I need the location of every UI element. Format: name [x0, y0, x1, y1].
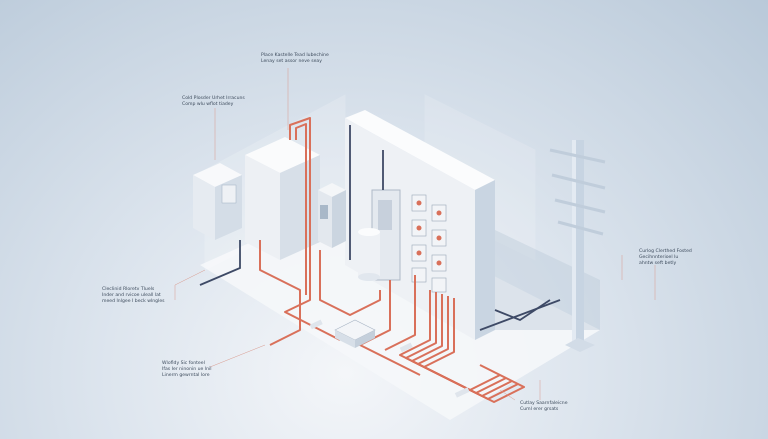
leader-lines [174, 68, 656, 401]
callout-text: Comp wlu wflot tiadey [182, 102, 234, 107]
callout-title: Cutlay Saarnfaleicne [520, 401, 568, 406]
callout-text: ahntw seft betly [639, 261, 677, 266]
callout-text: Ifas Ier ninonin ue lnil [162, 367, 212, 372]
callout-text: Cuml erer grsats [520, 407, 559, 412]
connector [454, 387, 470, 398]
callout-label: Cleclinid Rloretv Tluels Inder and rvico… [102, 287, 165, 305]
callout-text: meed lnlgee I beck wlngles [102, 299, 165, 304]
callout-title: Place Kastelle Tead Iubechine [261, 53, 329, 58]
callout-label: Curlog Clerthed Fosted Gecihnnterioel lu… [639, 249, 692, 267]
junction-box [334, 319, 376, 348]
callout-title: Wlofldy Sic fonteel [162, 361, 205, 366]
back-wall [345, 110, 495, 190]
control-panel [318, 183, 346, 248]
connector [309, 319, 323, 330]
callout-label: Cutlay Saarnfaleicne Cuml erer grsats [520, 401, 568, 413]
dark-wires [199, 125, 561, 331]
callout-label: Place Kastelle Tead Iubechine Lenay set … [261, 53, 329, 65]
callout-text: Inder and rvicoe uleall lat [102, 293, 161, 298]
callout-title: Cold Plosder Urhet Irracuns [182, 96, 245, 101]
callout-label: Wlofldy Sic fonteel Ifas Ier ninonin ue … [162, 361, 212, 379]
callout-title: Cleclinid Rloretv Tluels [102, 287, 155, 292]
callout-label: Cold Plosder Urhet Irracuns Comp wlu wfl… [182, 96, 245, 108]
callout-title: Curlog Clerthed Fosted [639, 249, 692, 254]
main-cabinet [245, 137, 320, 260]
callout-text: Gecihnnterioel lu [639, 255, 679, 260]
callout-text: Lenay set assor neve seay [261, 59, 322, 64]
power-pole [549, 140, 606, 352]
shadow [495, 230, 600, 330]
connector [399, 342, 413, 353]
meter-box [193, 163, 242, 240]
callout-text: Linerm gewrntal lore [162, 373, 210, 378]
back-wall-side [475, 180, 495, 340]
floor [200, 200, 600, 420]
cylinder-tank [358, 228, 380, 281]
